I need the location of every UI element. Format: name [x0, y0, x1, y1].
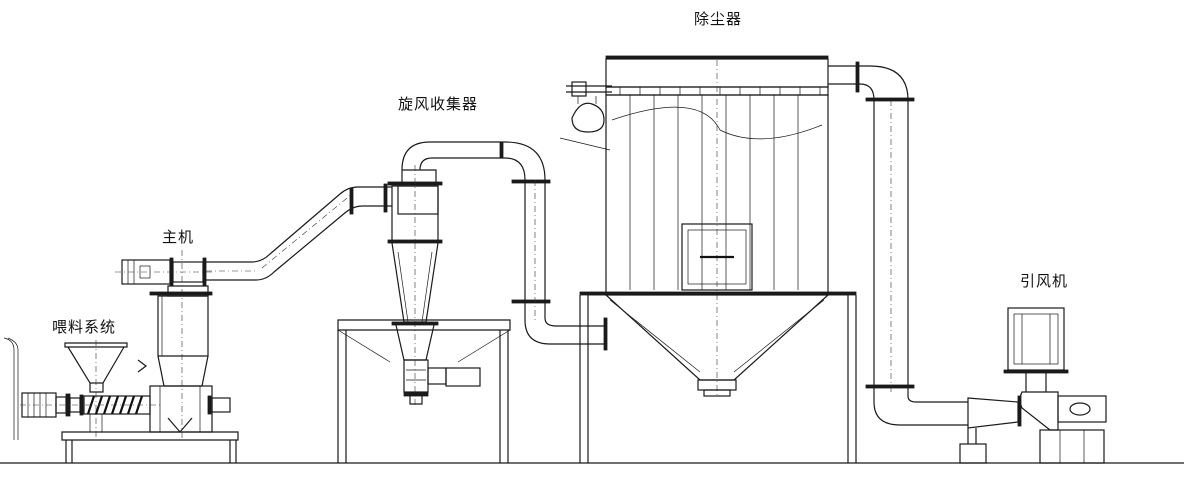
label-dust-collector: 除尘器 [694, 10, 743, 28]
cyclone-collector [337, 165, 511, 463]
label-induced-fan: 引风机 [1020, 272, 1069, 290]
dust-collector [559, 55, 857, 463]
duct-cyclone-to-dust-collector [401, 141, 608, 351]
duct-dust-collector-to-fan [828, 61, 1022, 464]
induced-fan [1003, 307, 1107, 464]
duct-main-to-cyclone [206, 183, 392, 281]
label-main-unit: 主机 [162, 228, 195, 246]
feeding-system [3, 337, 239, 463]
label-cyclone-collector: 旋风收集器 [398, 95, 479, 113]
label-feeding-system: 喂料系统 [52, 318, 117, 336]
main-unit [115, 250, 231, 440]
